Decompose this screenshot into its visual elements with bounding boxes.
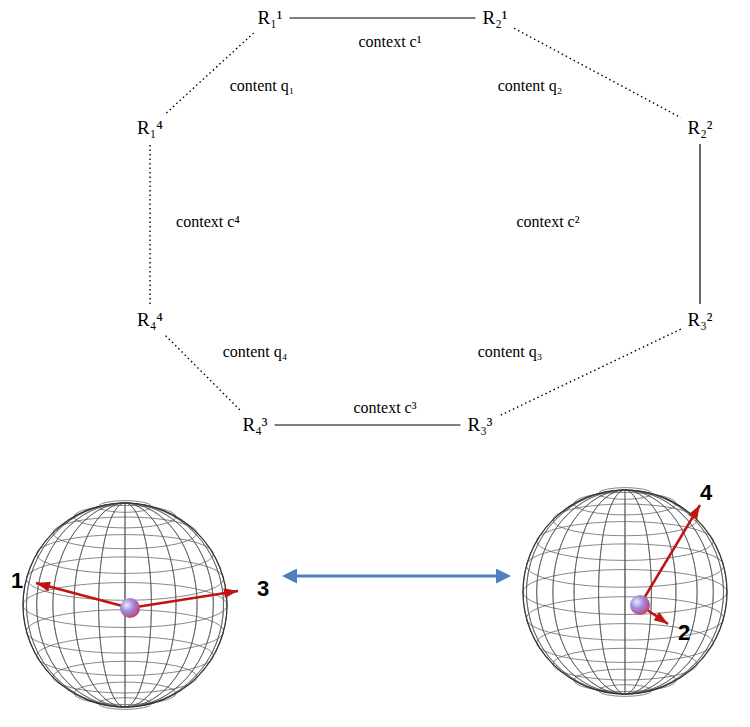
longitude-line (537, 490, 714, 694)
response-variable: R₄³ (239, 412, 272, 438)
vector-shaft (36, 583, 130, 608)
latitude-line (37, 535, 214, 574)
response-variable: R₂² (684, 115, 717, 141)
longitude-line (599, 490, 652, 694)
response-variable: R₁¹ (254, 5, 287, 31)
longitude-line (26, 503, 223, 707)
variable-label: R₄³ (243, 414, 268, 435)
vector-head (654, 612, 668, 624)
variable-label: R₂¹ (483, 7, 508, 28)
longitude-line (53, 503, 197, 707)
latitude-line (526, 544, 723, 587)
qubit-ball (630, 595, 650, 615)
variable-label: R₁⁴ (137, 117, 163, 138)
latitude-line (526, 597, 723, 640)
sphere-wireframe (523, 488, 727, 697)
longitude-line (37, 503, 214, 707)
callout-number: 3 (257, 576, 269, 602)
variable-label: R₃³ (468, 414, 493, 435)
qubit-ball (120, 598, 140, 618)
edge-label: context c⁴ (173, 213, 243, 231)
vector-shaft (640, 505, 700, 605)
sphere-outline (23, 503, 227, 707)
latitude-line (553, 504, 697, 536)
variable-label: R₃² (688, 309, 713, 330)
edge-label: content q₃ (475, 343, 546, 361)
double-arrow (285, 575, 508, 578)
vector-head (689, 505, 700, 520)
content-line (166, 33, 253, 113)
vector-shaft (130, 591, 238, 608)
longitude-line (74, 503, 176, 707)
longitude-line (526, 490, 723, 694)
longitude-line (74, 503, 176, 707)
longitude-line (574, 490, 676, 694)
vector-head (36, 582, 51, 592)
edge-label: content q₄ (220, 343, 291, 361)
context-line (290, 17, 476, 18)
state-vectors (36, 505, 700, 624)
edge-label: context c³ (351, 399, 420, 417)
longitude-line (553, 490, 697, 694)
callout-number: 4 (700, 480, 712, 506)
longitude-line (23, 503, 227, 707)
variable-label: R₂² (688, 117, 713, 138)
longitude-line (625, 490, 626, 694)
edge-label: content q₁ (227, 77, 298, 95)
longitude-line (37, 503, 214, 707)
latitude-line (26, 557, 223, 600)
longitude-line (537, 490, 714, 694)
content-line (514, 28, 681, 117)
edge-label: context c¹ (356, 33, 425, 51)
callout-number: 1 (11, 568, 23, 594)
latitude-line (53, 517, 197, 549)
response-variable: R₃² (684, 307, 717, 333)
longitude-line (526, 490, 723, 694)
response-variable: R₃³ (464, 412, 497, 438)
longitude-line (53, 503, 197, 707)
longitude-line (26, 503, 223, 707)
longitude-line (574, 490, 676, 694)
edge-label: context c² (514, 213, 583, 231)
longitude-line (523, 490, 727, 694)
variable-label: R₄⁴ (137, 309, 163, 330)
callout-number: 2 (678, 620, 690, 646)
latitude-line (553, 648, 697, 680)
response-variable: R₁⁴ (133, 115, 167, 141)
variable-label: R₁¹ (258, 7, 283, 28)
edge-label: content q₂ (495, 77, 566, 95)
sphere-outline (523, 490, 727, 694)
longitude-line (599, 490, 652, 694)
latitude-line (37, 637, 214, 676)
response-variable: R₂¹ (479, 5, 512, 31)
context-line (699, 144, 700, 304)
response-variable: R₄⁴ (133, 307, 167, 333)
context-line (275, 424, 461, 425)
content-line (149, 144, 150, 304)
latitude-line (53, 661, 197, 693)
longitude-line (553, 490, 697, 694)
vector-head (223, 588, 238, 598)
sphere-wireframe (23, 501, 227, 710)
